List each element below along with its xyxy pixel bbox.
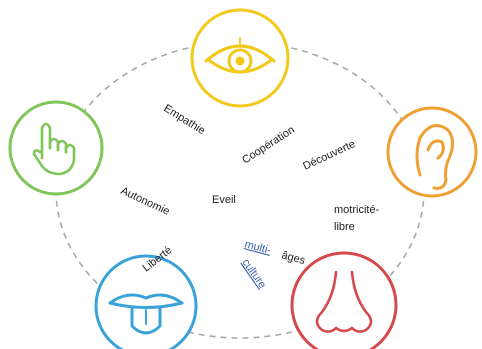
label-empathie: Empathie	[161, 102, 207, 137]
sense-nose	[290, 251, 398, 349]
sense-tongue	[94, 254, 198, 349]
hand-circle	[8, 100, 104, 196]
label-ages: âges	[280, 249, 307, 267]
label-culture: culture	[240, 257, 269, 291]
label-eveil: Eveil	[212, 194, 236, 206]
nose-circle	[290, 251, 398, 349]
label-cooperation: Coopération	[240, 124, 297, 167]
label-motricite-line2: libre	[334, 221, 355, 233]
sense-hand	[8, 100, 104, 196]
tongue-icon	[108, 293, 184, 335]
eye-iris	[227, 48, 253, 74]
tongue-circle	[94, 254, 198, 349]
sense-ear	[386, 106, 478, 198]
label-motricite-line1: motricité-	[334, 204, 380, 216]
label-autonomie: Autonomie	[119, 185, 172, 218]
label-multi: multi-	[243, 238, 272, 257]
ear-icon	[415, 124, 455, 190]
eye-pupil	[235, 56, 245, 66]
pointing-hand-icon	[32, 122, 76, 176]
sense-eye	[190, 8, 290, 108]
nose-icon	[315, 270, 373, 333]
ear-circle	[386, 106, 478, 198]
label-decouverte: Découverte	[301, 138, 357, 173]
